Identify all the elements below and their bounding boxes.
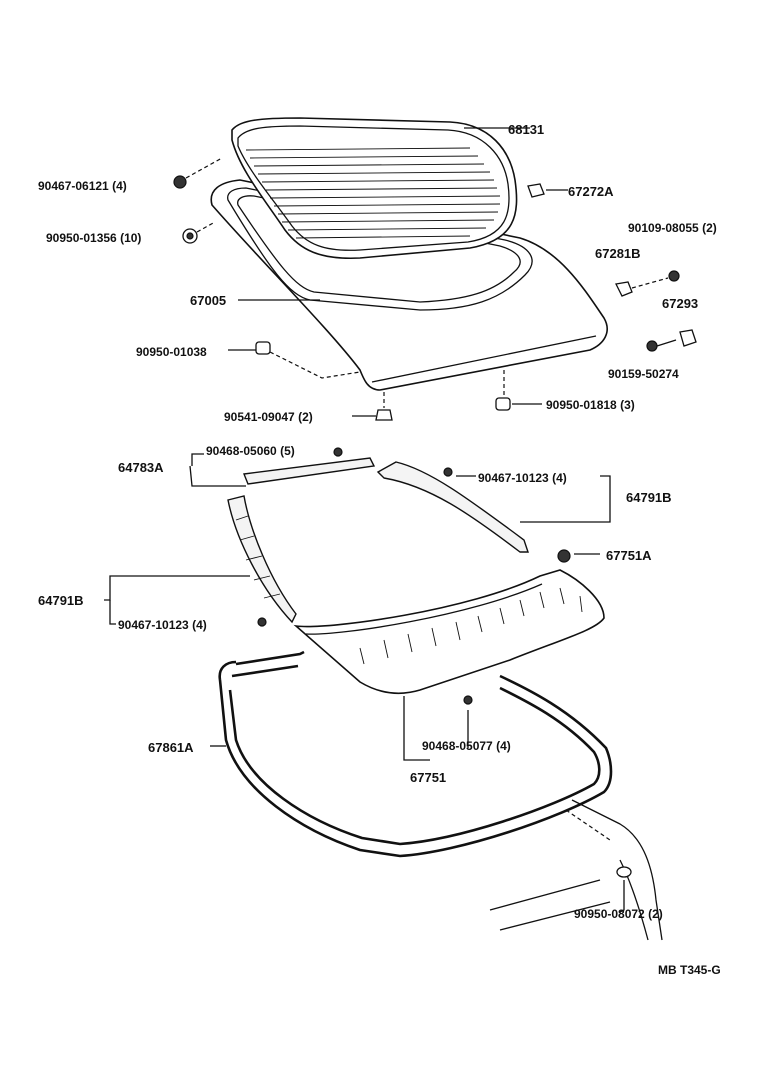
label-90159-50274: 90159-50274 — [608, 367, 679, 381]
vehicle-body-outline — [489, 799, 663, 941]
screw-90467-10123-left — [257, 617, 267, 627]
part-67293 — [679, 329, 697, 347]
label-90467-10123-top: 90467-10123 (4) — [478, 471, 567, 485]
clip-90468-05077 — [463, 695, 473, 705]
label-68131: 68131 — [508, 122, 544, 137]
label-67751A: 67751A — [606, 548, 652, 563]
label-90467-06121: 90467-06121 (4) — [38, 179, 127, 193]
part-67272A — [527, 183, 545, 198]
cushion-90541-09047 — [375, 392, 393, 421]
label-67293: 67293 — [662, 296, 698, 311]
label-90950-01818: 90950-01818 (3) — [546, 398, 635, 412]
label-90950-01356: 90950-01356 (10) — [46, 231, 141, 245]
label-67005: 67005 — [190, 293, 226, 308]
label-90468-05077: 90468-05077 (4) — [422, 739, 511, 753]
molding-left-64791B — [227, 495, 297, 624]
label-67281B: 67281B — [595, 246, 641, 261]
cushion-90950-01818 — [495, 370, 511, 411]
label-90467-10123-left: 90467-10123 (4) — [118, 618, 207, 632]
label-90541-09047: 90541-09047 (2) — [224, 410, 313, 424]
clip-67751A — [557, 549, 571, 563]
label-64791B-right: 64791B — [626, 490, 672, 505]
label-67751: 67751 — [410, 770, 446, 785]
weatherstrip-64783A — [243, 457, 376, 485]
diagram-reference-code: MB T345-G — [658, 963, 721, 977]
label-90950-01038: 90950-01038 — [136, 345, 207, 359]
leader-lines — [104, 127, 625, 913]
weatherstrip-67861A — [218, 650, 613, 858]
label-64783A: 64783A — [118, 460, 164, 475]
screw-90467-10123-top — [443, 467, 453, 477]
molding-right-64791B — [376, 461, 529, 553]
part-67281B — [615, 277, 669, 297]
label-67272A: 67272A — [568, 184, 614, 199]
label-90950-08072: 90950-08072 (2) — [574, 907, 663, 921]
clip-90468-05060 — [333, 447, 343, 457]
clip-90950-01356 — [182, 221, 216, 244]
screw-90159-50274 — [646, 339, 677, 352]
garnish-67751 — [293, 569, 605, 695]
label-90109-08055: 90109-08055 (2) — [628, 221, 717, 235]
cushion-90950-01038 — [255, 341, 361, 379]
back-door-glass — [231, 117, 518, 260]
label-90468-05060: 90468-05060 (5) — [206, 444, 295, 458]
label-67861A: 67861A — [148, 740, 194, 755]
bolt-90109-08055 — [668, 270, 680, 282]
label-64791B-left: 64791B — [38, 593, 84, 608]
clip-90467-06121 — [173, 157, 223, 189]
